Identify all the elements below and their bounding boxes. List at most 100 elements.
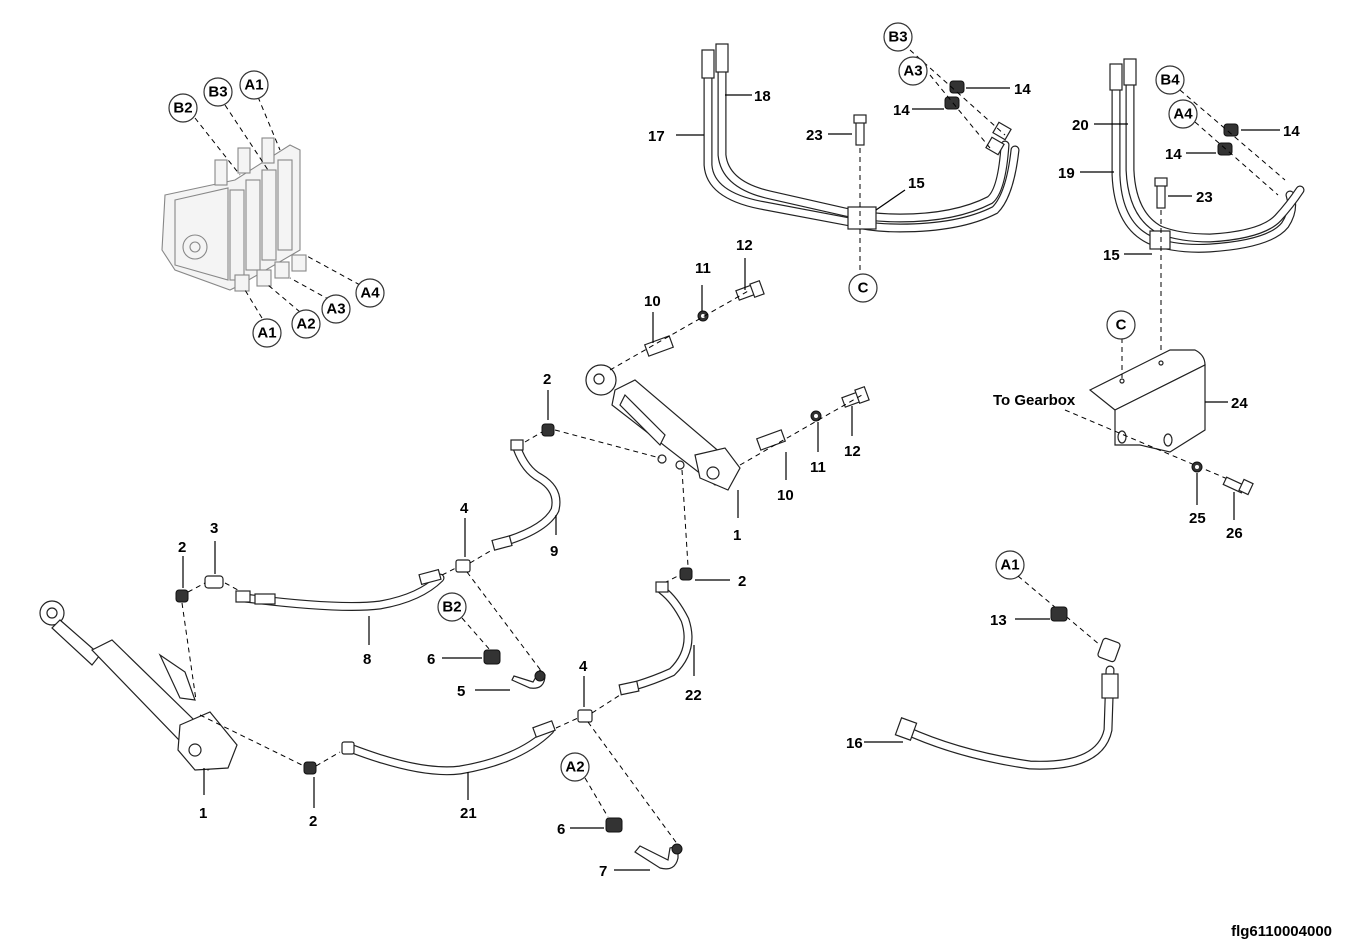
callout-a2-low: A2 xyxy=(560,752,590,782)
callout-b2-mid: B2 xyxy=(437,592,467,622)
label-15-top: 15 xyxy=(908,175,925,192)
fitting-2-left xyxy=(175,589,189,603)
svg-text:A2: A2 xyxy=(296,316,315,333)
label-11-top: 11 xyxy=(695,260,711,277)
label-5: 5 xyxy=(457,683,465,700)
label-4-upper: 4 xyxy=(460,500,469,517)
valve-callout-b2: B2 xyxy=(168,93,198,123)
label-4-lower: 4 xyxy=(579,658,588,675)
label-14-right-a: 14 xyxy=(1283,123,1300,140)
elbow-7 xyxy=(634,843,683,870)
label-14-top-b: 14 xyxy=(893,102,910,119)
bolt-12-top xyxy=(735,279,765,301)
svg-text:B2: B2 xyxy=(173,100,192,117)
washer-25 xyxy=(1191,461,1203,473)
label-11-bottom: 11 xyxy=(810,459,826,476)
label-23-right: 23 xyxy=(1196,189,1213,206)
fitting-13 xyxy=(1050,606,1068,622)
fitting-2-lower xyxy=(303,761,317,775)
fitting-2-upper xyxy=(541,423,555,437)
label-20: 20 xyxy=(1072,117,1089,134)
svg-text:A2: A2 xyxy=(565,759,584,776)
label-2-upper: 2 xyxy=(543,371,551,388)
callout-b3-top: B3 xyxy=(883,22,913,52)
control-valve-block xyxy=(161,137,307,292)
fitting-14-top-a xyxy=(949,80,965,94)
svg-text:A4: A4 xyxy=(360,285,380,302)
label-13: 13 xyxy=(990,612,1007,629)
svg-text:A1: A1 xyxy=(257,325,276,342)
label-12-top: 12 xyxy=(736,237,753,254)
svg-text:C: C xyxy=(858,280,869,297)
valve-callout-a2: A2 xyxy=(291,309,321,339)
elbow-5 xyxy=(511,669,546,689)
callout-b4: B4 xyxy=(1155,65,1185,95)
valve-callout-a1-bottom: A1 xyxy=(252,318,282,348)
hydraulic-cylinder-lower xyxy=(39,600,238,771)
svg-text:C: C xyxy=(1116,317,1127,334)
label-6-upper: 6 xyxy=(427,651,435,668)
label-7: 7 xyxy=(599,863,607,880)
label-6-lower: 6 xyxy=(557,821,565,838)
to-gearbox-label: To Gearbox xyxy=(993,392,1076,409)
tee-4-lower xyxy=(577,709,593,723)
figure-id: flg6110004000 xyxy=(1231,923,1332,940)
svg-text:A4: A4 xyxy=(1173,106,1193,123)
label-8: 8 xyxy=(363,651,371,668)
bolt-12-bottom xyxy=(841,385,870,408)
label-22: 22 xyxy=(685,687,702,704)
label-1-lower: 1 xyxy=(199,805,207,822)
svg-text:B2: B2 xyxy=(442,599,461,616)
fitting-14-top-b xyxy=(944,96,960,110)
label-14-top-a: 14 xyxy=(1014,81,1031,98)
adapter-6-lower xyxy=(605,817,623,833)
label-10-top: 10 xyxy=(644,293,661,310)
callout-a4: A4 xyxy=(1168,99,1198,129)
adapter-6-upper xyxy=(483,649,501,665)
valve-callout-b3: B3 xyxy=(203,77,233,107)
label-14-right-b: 14 xyxy=(1165,146,1182,163)
label-24: 24 xyxy=(1231,395,1248,412)
label-2-right: 2 xyxy=(738,573,746,590)
svg-text:A1: A1 xyxy=(244,77,263,94)
valve-callout-a4: A4 xyxy=(355,278,385,308)
hose-8 xyxy=(235,568,445,611)
screw-23-top xyxy=(853,114,867,146)
hose-21 xyxy=(341,720,556,776)
label-1-upper: 1 xyxy=(733,527,741,544)
label-2-lower: 2 xyxy=(309,813,317,830)
hose-assembly-19-20 xyxy=(1109,58,1305,253)
label-26: 26 xyxy=(1226,525,1243,542)
label-17: 17 xyxy=(648,128,665,145)
callout-c-bracket: C xyxy=(1106,310,1136,340)
fitting-14-right-a xyxy=(1223,123,1239,137)
fitting-2-right xyxy=(679,567,693,581)
label-9: 9 xyxy=(550,543,558,560)
label-16: 16 xyxy=(846,735,863,752)
hose-9 xyxy=(491,439,561,551)
hydraulic-cylinder-upper xyxy=(585,364,741,491)
hose-assembly-17-18 xyxy=(701,43,1020,233)
elbow-3 xyxy=(204,575,224,589)
pin-10-top xyxy=(643,335,675,357)
label-25: 25 xyxy=(1189,510,1206,527)
label-3: 3 xyxy=(210,520,218,537)
label-21: 21 xyxy=(460,805,477,822)
hose-16 xyxy=(894,637,1121,770)
label-18: 18 xyxy=(754,88,771,105)
label-10-bottom: 10 xyxy=(777,487,794,504)
valve-callout-a3: A3 xyxy=(321,294,351,324)
label-15-right: 15 xyxy=(1103,247,1120,264)
washer-11-bottom xyxy=(810,410,822,422)
pin-10-bottom xyxy=(755,429,787,451)
callout-c-top: C xyxy=(848,273,878,303)
valve-callout-a1-top: A1 xyxy=(239,70,269,100)
callout-a1-right: A1 xyxy=(995,550,1025,580)
svg-text:B3: B3 xyxy=(888,29,907,46)
svg-text:B3: B3 xyxy=(208,84,227,101)
callout-a3-top: A3 xyxy=(898,56,928,86)
label-2-left: 2 xyxy=(178,539,186,556)
svg-text:B4: B4 xyxy=(1160,72,1180,89)
svg-text:A1: A1 xyxy=(1000,557,1019,574)
